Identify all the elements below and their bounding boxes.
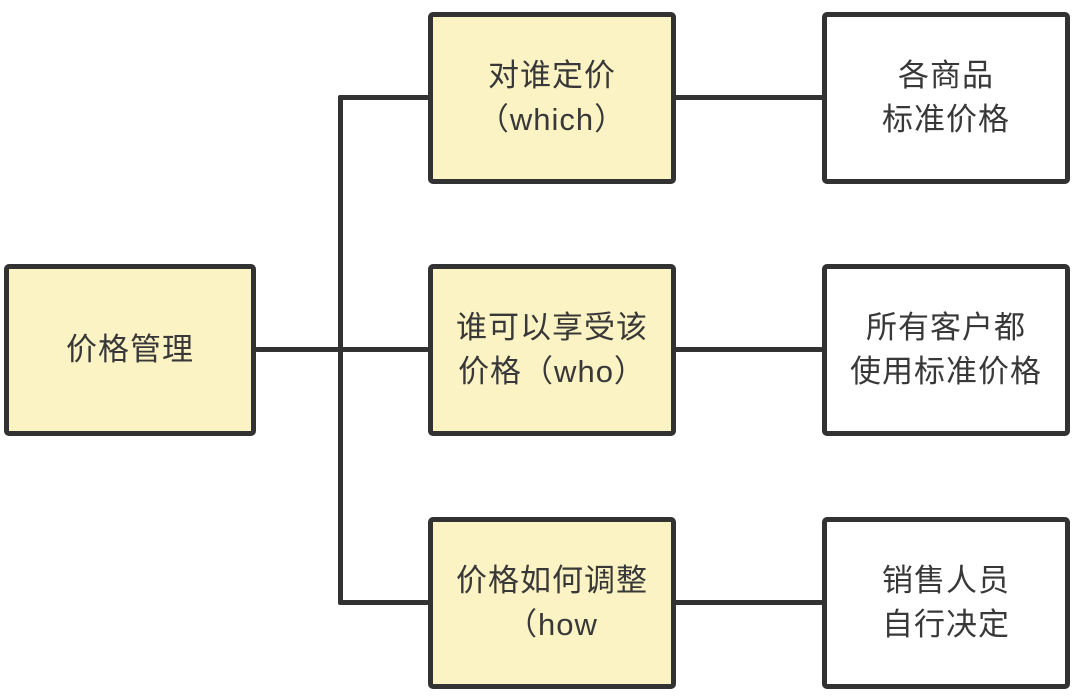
node-answer-standard-price-per-product: 各商品 标准价格 [822,12,1070,184]
node-label-line: （which） [477,102,627,137]
node-question-how: 价格如何调整 （how [428,517,676,689]
connector-trunk-vertical [338,95,343,605]
node-answer-sales-decide: 销售人员 自行决定 [822,517,1070,689]
node-label-line: 价格管理 [66,331,194,367]
node-answer-all-customers-standard-price: 所有客户都 使用标准价格 [822,264,1070,436]
node-label-line: 所有客户都 [866,309,1026,345]
connector-question-2-to-answer-2 [674,347,823,352]
connector-trunk-to-question-3 [340,600,429,605]
node-label-line: 价格（who） [458,354,646,389]
node-label-line: 对谁定价 [488,57,616,93]
node-label-line: 自行决定 [882,607,1010,642]
node-question-which: 对谁定价 （which） [428,12,676,184]
connector-question-1-to-answer-1 [674,95,823,100]
node-label-line: 使用标准价格 [850,354,1042,389]
node-label-line: 销售人员 [882,562,1010,598]
node-label-line: 标准价格 [882,102,1010,137]
node-label-line: 价格如何调整 [456,562,648,598]
node-question-who: 谁可以享受该 价格（who） [428,264,676,436]
node-label-line: 谁可以享受该 [456,309,648,345]
node-label-line: 各商品 [898,57,994,93]
connector-question-3-to-answer-3 [674,600,823,605]
connector-trunk-to-question-1 [340,95,429,100]
node-label-line: （how [506,607,598,642]
node-price-management: 价格管理 [4,264,256,436]
